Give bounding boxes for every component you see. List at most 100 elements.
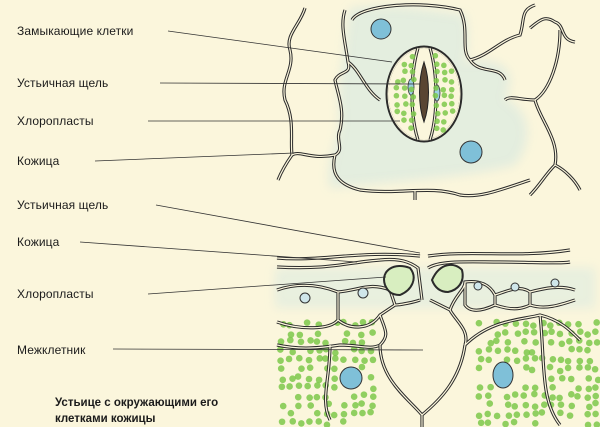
chloroplast [350, 409, 358, 417]
chloroplast [548, 328, 555, 336]
chloroplast [315, 376, 323, 384]
chloroplast [358, 347, 365, 355]
chloroplast [531, 384, 539, 392]
chloroplast [408, 62, 415, 69]
chloroplast [441, 119, 447, 125]
chloroplast [558, 340, 566, 348]
chloroplast [530, 328, 538, 336]
chloroplast [440, 86, 447, 93]
chloroplast [410, 94, 417, 100]
chloroplast [584, 421, 592, 427]
chloroplast [400, 77, 407, 84]
chloroplast [394, 102, 400, 108]
chloroplast [432, 52, 439, 59]
chloroplast [556, 330, 564, 338]
chloroplast [502, 420, 509, 427]
chloroplast [593, 319, 600, 326]
chloroplast [584, 346, 591, 354]
chloroplast [523, 411, 530, 419]
chloroplast [306, 418, 313, 425]
chloroplast [307, 337, 314, 344]
stomatal-pore-top [419, 60, 429, 124]
chloroplast [511, 403, 519, 410]
chloroplast [493, 337, 500, 345]
label-epidermis-top: Кожица [17, 154, 60, 168]
chloroplast [289, 375, 296, 382]
chloroplast [359, 409, 366, 417]
chloroplast [475, 364, 483, 372]
chloroplast [277, 338, 285, 345]
chloroplast [448, 86, 455, 93]
chloroplast [313, 393, 321, 401]
chloroplast [449, 108, 456, 114]
chloroplast [584, 410, 591, 418]
caption-line-2: клетками кожицы [55, 413, 156, 425]
chloroplast [511, 347, 519, 355]
chloroplast [442, 110, 449, 116]
chloroplast [351, 356, 359, 364]
chloroplast [287, 409, 295, 417]
chloroplast [558, 374, 566, 382]
chloroplast [408, 125, 414, 131]
chloroplast [433, 85, 439, 91]
chloroplast [503, 356, 511, 363]
chloroplast [487, 339, 495, 347]
chloroplast [370, 385, 377, 393]
chloroplast [521, 337, 528, 345]
chloroplast [530, 322, 537, 330]
chloroplast [306, 394, 313, 401]
chloroplast [557, 401, 565, 408]
chloroplast [296, 331, 304, 339]
chloroplast [584, 364, 592, 371]
chloroplast [403, 101, 409, 107]
chloroplast [520, 392, 528, 399]
label-stomatal-pore-top: Устьичная щель [17, 76, 109, 90]
chloroplast [289, 348, 296, 356]
chloroplast [476, 384, 484, 391]
chloroplast [484, 392, 492, 400]
chloroplast [556, 394, 563, 402]
chloroplast [568, 402, 576, 410]
chloroplast [522, 328, 530, 335]
chloroplast [584, 394, 592, 401]
chloroplast [522, 384, 529, 391]
chloroplast [307, 402, 315, 409]
chloroplast [285, 355, 293, 363]
chloroplast [322, 339, 329, 347]
chloroplast [369, 393, 377, 400]
chloroplast [532, 339, 539, 346]
chloroplast [434, 68, 440, 75]
chloroplast [522, 355, 530, 362]
chloroplast [575, 385, 582, 392]
chloroplast [277, 357, 284, 365]
chloroplast [323, 421, 331, 427]
nucleus [459, 140, 483, 164]
chloroplast [401, 61, 408, 68]
chloroplast [531, 403, 539, 410]
nucleus [370, 18, 392, 40]
chloroplast [549, 384, 556, 391]
label-chloroplasts-bottom: Хлоропласты [17, 287, 94, 301]
chloroplast [503, 393, 511, 401]
chloroplast [531, 419, 539, 427]
chloroplast [501, 329, 509, 336]
chloroplast [409, 68, 416, 75]
chloroplast [287, 336, 294, 344]
chloroplast [409, 101, 416, 108]
chloroplast [475, 412, 483, 420]
chloroplast [531, 354, 539, 362]
chloroplast [341, 337, 349, 345]
chloroplast [358, 331, 365, 339]
chloroplast [434, 118, 440, 125]
chloroplast [556, 367, 564, 375]
chloroplast [540, 401, 548, 408]
chloroplast [549, 394, 556, 401]
chloroplast [432, 92, 439, 99]
chloroplast [592, 399, 599, 407]
chloroplast [586, 339, 593, 347]
chloroplast [477, 355, 485, 363]
chloroplast [369, 329, 376, 336]
chloroplast [448, 93, 454, 100]
chloroplast [358, 400, 365, 407]
chloroplast [341, 402, 348, 409]
